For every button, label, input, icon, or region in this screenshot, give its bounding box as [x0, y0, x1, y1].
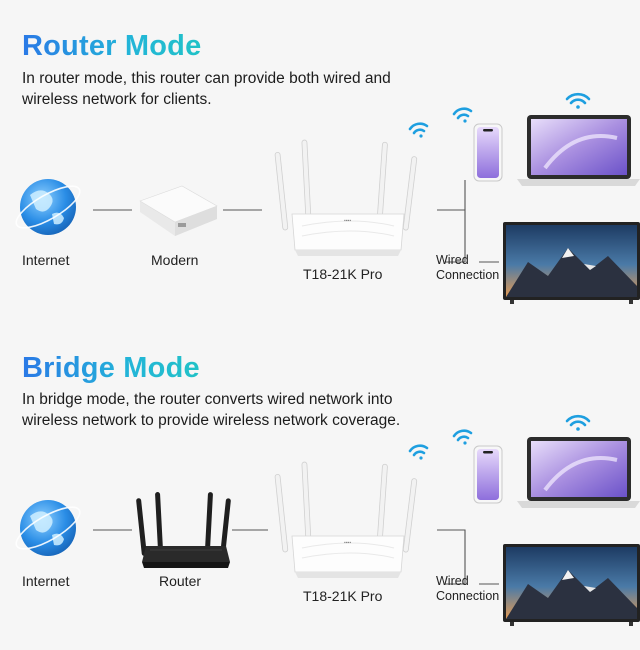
router-model-label: T18-21K Pro [303, 588, 382, 604]
wifi-icon [567, 94, 589, 109]
modem-device-icon [140, 186, 217, 236]
television-icon [503, 544, 640, 626]
smartphone-icon [474, 446, 502, 503]
upstream-router-label: Router [159, 573, 201, 589]
internet-globe-icon [11, 179, 85, 236]
internet-label: Internet [22, 573, 69, 589]
wired-label-line2: Connection [436, 268, 499, 282]
wifi-icon [454, 431, 471, 445]
bridge-mode-section: Bridge Mode In bridge mode, the router c… [0, 322, 640, 647]
wired-connection-label: Wired Connection [436, 574, 499, 604]
internet-label: Internet [22, 252, 69, 268]
main-router-icon: ▪▪▪▪ [275, 140, 417, 256]
wifi-icon [567, 416, 589, 431]
wifi-icon [410, 446, 427, 460]
laptop-icon [517, 437, 640, 508]
modem-label: Modern [151, 252, 198, 268]
wired-label-line1: Wired [436, 253, 469, 267]
router-model-label: T18-21K Pro [303, 266, 382, 282]
main-router-icon: ▪▪▪▪ [275, 462, 417, 578]
wired-connection-label: Wired Connection [436, 253, 499, 283]
smartphone-icon [474, 124, 502, 181]
wired-label-line2: Connection [436, 589, 499, 603]
wifi-icon [454, 109, 471, 123]
svg-text:▪▪▪▪: ▪▪▪▪ [344, 218, 351, 224]
wired-label-line1: Wired [436, 574, 469, 588]
upstream-router-icon [136, 492, 231, 568]
svg-text:▪▪▪▪: ▪▪▪▪ [344, 540, 351, 546]
router-mode-section: Router Mode In router mode, this router … [0, 0, 640, 325]
internet-globe-icon [11, 500, 85, 557]
wifi-icon [410, 124, 427, 138]
laptop-icon [517, 115, 640, 186]
television-icon [503, 222, 640, 304]
